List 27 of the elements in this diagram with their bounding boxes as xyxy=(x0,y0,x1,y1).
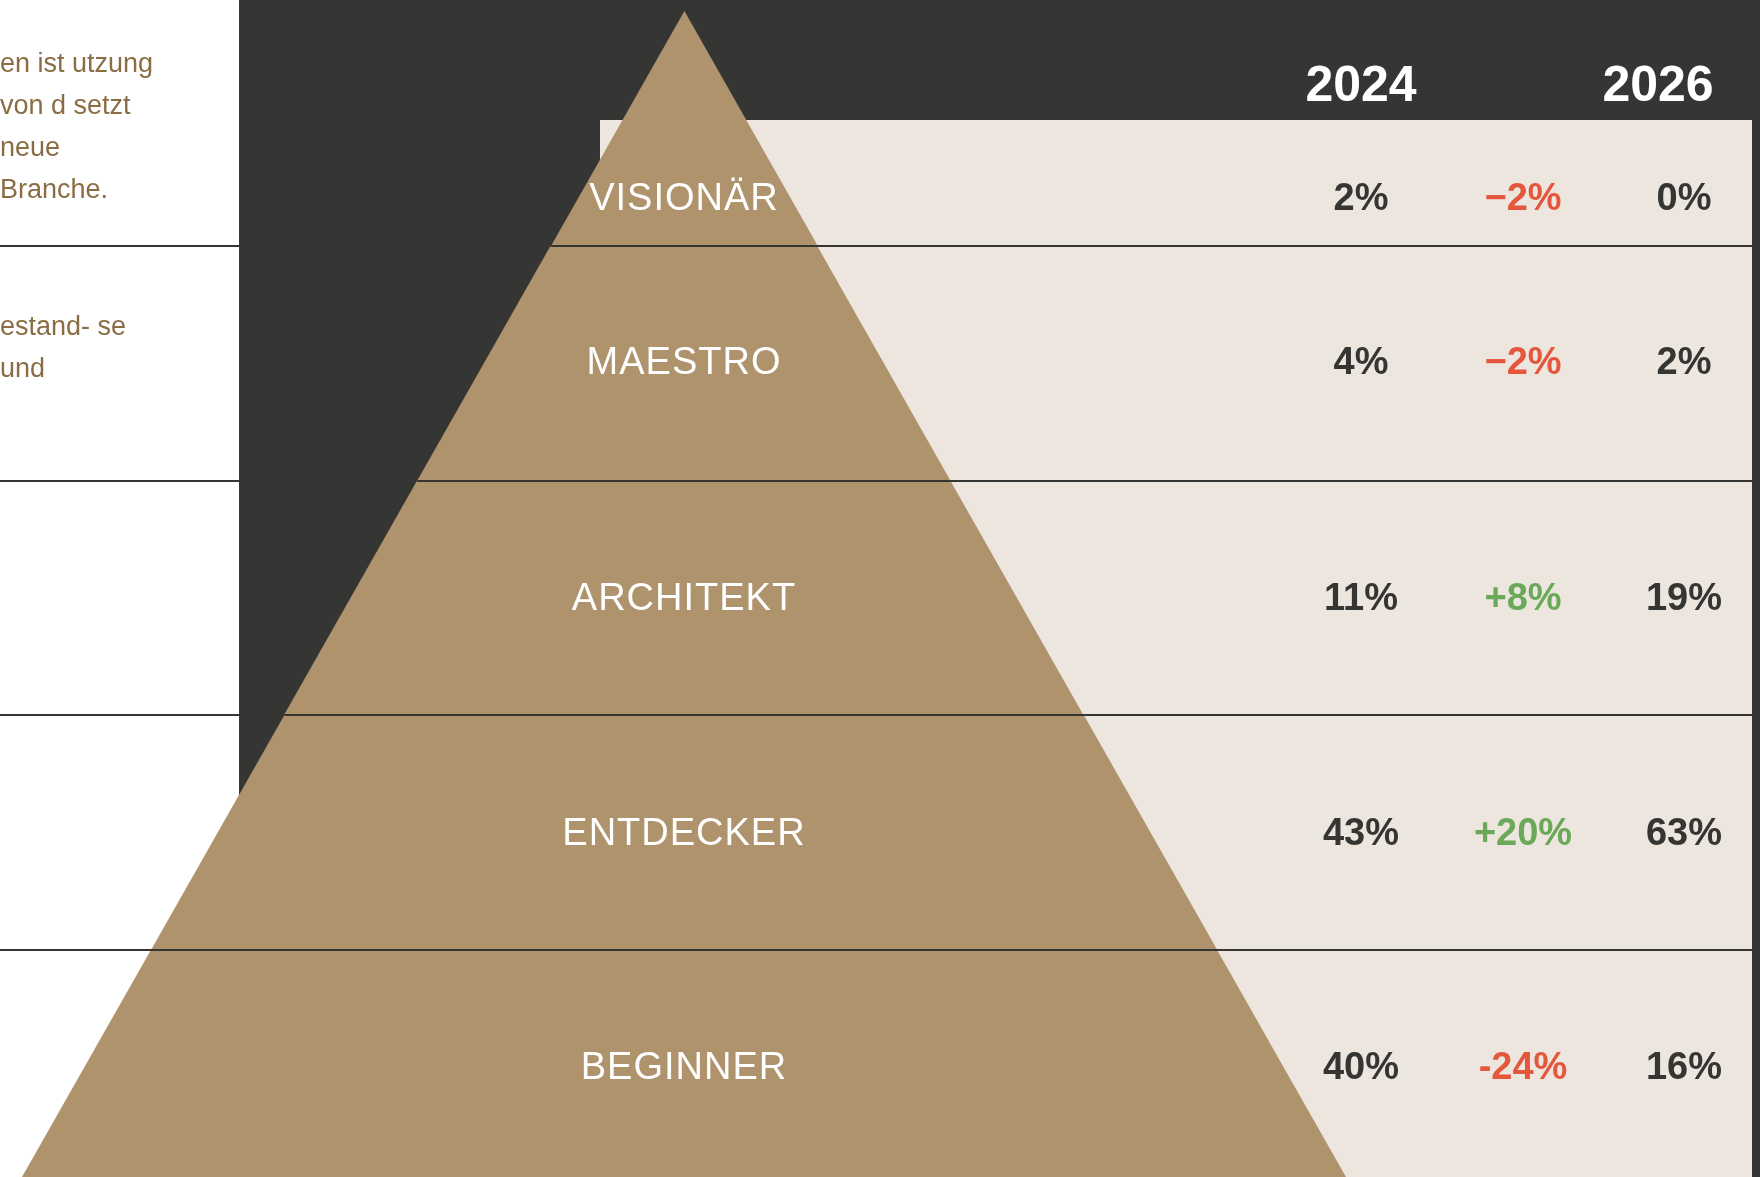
percentage-value: 19% xyxy=(1644,576,1724,619)
year-header: 2024 xyxy=(1304,55,1418,113)
change-value: −2% xyxy=(1483,176,1563,219)
tier-label: MAESTRO xyxy=(585,340,783,383)
percentage-value: 43% xyxy=(1321,811,1401,854)
percentage-value: 16% xyxy=(1644,1045,1724,1088)
tier-label: ENTDECKER xyxy=(561,811,807,854)
percentage-value: 0% xyxy=(1655,176,1713,219)
percentage-value: 2% xyxy=(1655,340,1713,383)
pyramid-tier xyxy=(150,715,1218,950)
year-header: 2026 xyxy=(1601,55,1715,113)
percentage-value: 4% xyxy=(1332,340,1390,383)
description-text: estand- se und xyxy=(0,310,128,385)
change-value: +8% xyxy=(1483,576,1563,619)
tier-label: VISIONÄR xyxy=(588,176,780,219)
percentage-value: 40% xyxy=(1321,1045,1401,1088)
change-value: -24% xyxy=(1477,1045,1569,1088)
description-text: en ist utzung von d setzt neue Branche. xyxy=(0,47,155,206)
percentage-value: 11% xyxy=(1323,576,1399,619)
tier-label: ARCHITEKT xyxy=(570,576,798,619)
pyramid-tier xyxy=(284,481,1084,715)
change-value: −2% xyxy=(1483,340,1563,383)
change-value: +20% xyxy=(1472,811,1574,854)
pyramid-tier xyxy=(417,246,951,481)
pyramid-tier xyxy=(550,11,818,246)
percentage-value: 63% xyxy=(1644,811,1724,854)
percentage-value: 2% xyxy=(1332,176,1390,219)
